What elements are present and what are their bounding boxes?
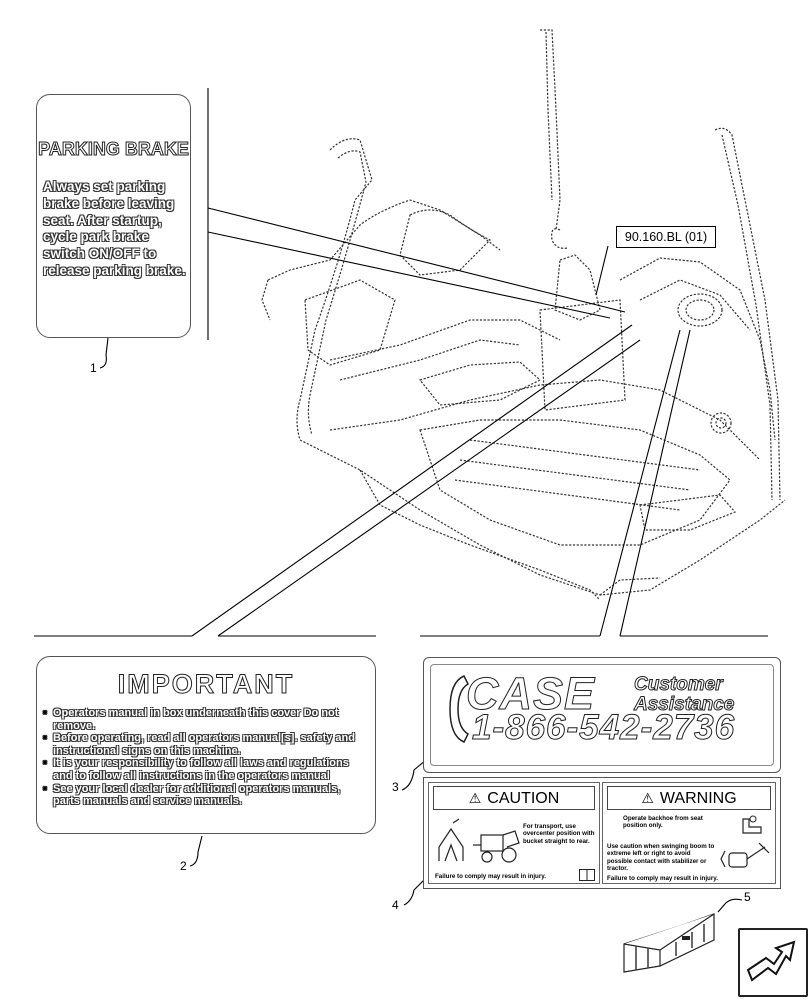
case-assistance-decal: CASE Customer Assistance 1-866-542-2736 [423, 657, 781, 773]
caution-panel: ⚠ CAUTION For transport, use overcenter p… [428, 782, 600, 884]
parking-line: cycle park brake [43, 229, 149, 245]
important-bullet: Before operating, read all operators man… [43, 732, 369, 757]
callout-4: 4 [392, 898, 399, 912]
warning-triangle-icon: ⚠ [641, 790, 654, 806]
assistance-label: Assistance [633, 694, 735, 716]
case-decal-frame [430, 664, 774, 766]
case-brand: CASE [465, 668, 596, 720]
next-page-arrow-icon [746, 940, 796, 982]
important-bullet: Operators manual in box underneath this … [43, 707, 369, 732]
important-decal: IMPORTANT Operators manual in box undern… [36, 656, 376, 834]
callout-2: 2 [180, 859, 187, 873]
caution-title: CAUTION [487, 790, 560, 807]
warning-footer: Failure to comply may result in injury. [607, 875, 718, 882]
callout-1: 1 [90, 361, 97, 375]
phone-icon [449, 675, 469, 743]
manual-box-illustration [623, 913, 715, 973]
parking-brake-text: Always set parking brake before leaving … [43, 179, 186, 280]
important-title: IMPORTANT [117, 669, 295, 700]
reference-label[interactable]: 90.160.BL (01) [616, 226, 716, 248]
warning-panel: ⚠ WARNING Operate backhoe from seat posit… [602, 782, 776, 884]
warning-header: ⚠ WARNING [607, 786, 771, 810]
next-page-button[interactable] [738, 928, 808, 997]
warning-instruction: Use caution when swinging boom to extrem… [607, 843, 715, 873]
caution-footer: Failure to comply may result in injury. [435, 873, 546, 880]
parking-line: Always set parking [43, 179, 166, 194]
callout-5: 5 [744, 890, 751, 904]
caution-header: ⚠ CAUTION [433, 786, 595, 810]
parking-brake-title: PARKING BRAKE [38, 139, 190, 160]
seat-pictogram [742, 815, 762, 834]
warning-seat-text: Operate backhoe from seat position only. [623, 815, 703, 830]
important-bullet: See your local dealer for additional ope… [43, 783, 369, 808]
parking-line: seat. After startup, [43, 212, 162, 228]
backhoe-transport-pictogram [438, 818, 520, 863]
caution-instruction: For transport, use overcenter position w… [523, 823, 595, 845]
parking-line: release parking brake. [43, 262, 186, 278]
warning-triangle-icon: ⚠ [468, 790, 482, 806]
caution-warning-decal: ⚠ CAUTION For transport, use overcenter p… [423, 777, 781, 889]
book-icon [579, 869, 595, 881]
parking-line: brake before leaving [43, 195, 175, 211]
important-bullets: Operators manual in box underneath this … [43, 707, 369, 808]
phone-number: 1-866-542-2736 [471, 708, 736, 748]
swing-boom-pictogram [720, 842, 770, 868]
parking-line: switch ON/OFF to [43, 246, 157, 262]
callout-3: 3 [392, 780, 399, 794]
parking-brake-decal: PARKING BRAKE Always set parking brake b… [36, 94, 191, 338]
warning-title: WARNING [659, 790, 737, 807]
customer-label: Customer [634, 674, 724, 696]
important-bullet: It is your responsibility to follow all … [43, 757, 369, 782]
